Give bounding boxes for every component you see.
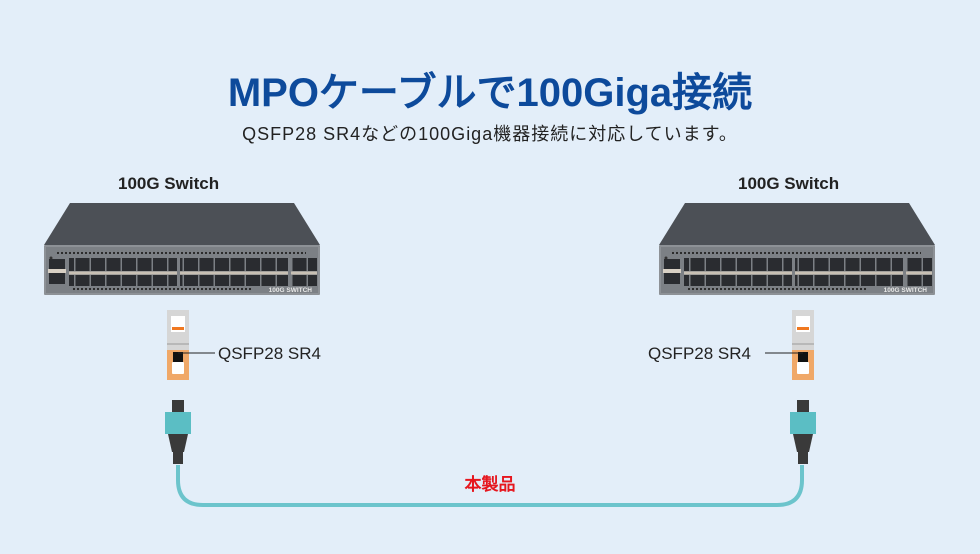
left-qsfp-label: QSFP28 SR4	[218, 344, 321, 363]
right-qsfp28-icon	[791, 309, 815, 381]
left-switch-icon	[44, 203, 320, 295]
mpo-cable	[176, 465, 804, 507]
left-mpo-connector-icon	[165, 400, 191, 464]
left-qsfp28-icon	[166, 309, 190, 381]
right-switch-icon	[659, 203, 935, 295]
right-qsfp-label: QSFP28 SR4	[648, 344, 751, 363]
left-switch-label: 100G Switch	[118, 174, 220, 193]
product-label: 本製品	[464, 475, 516, 494]
page-subtitle: QSFP28 SR4などの100Giga機器接続に対応しています。	[242, 124, 738, 144]
page-title: MPOケーブルで100Giga接続	[227, 71, 753, 115]
right-mpo-connector-icon	[790, 400, 816, 464]
right-switch-label: 100G Switch	[738, 174, 840, 193]
